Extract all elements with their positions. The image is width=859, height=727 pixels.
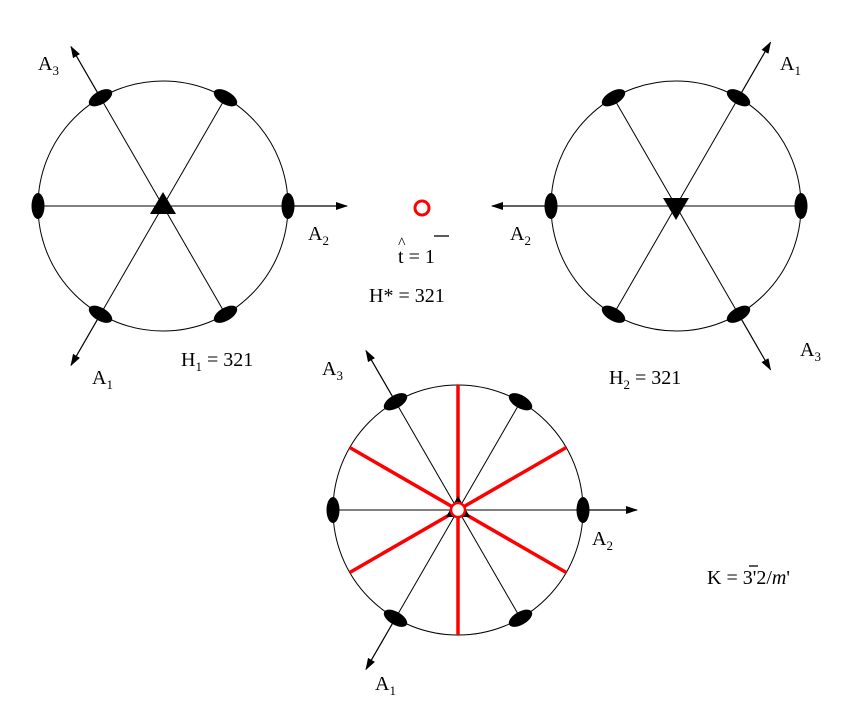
h2-label: H2 = 321 [609, 367, 681, 392]
twofold-axis-icon [326, 497, 340, 523]
twofold-axis-line [613, 205, 677, 315]
twofold-axis-line [100, 205, 164, 315]
twofold-axis-icon [383, 393, 408, 411]
twofold-axis-icon [601, 305, 626, 323]
twofold-axis-line [100, 97, 164, 207]
k-label: K = 3'2/m' [707, 567, 790, 589]
twofold-axis-line [675, 97, 739, 207]
mirror-plane-line [457, 508, 568, 575]
twofold-axis-icon [508, 393, 533, 411]
twofold-axis-icon [88, 305, 113, 323]
twofold-axis-line [675, 205, 739, 315]
axis-label-a1: A1 [375, 673, 396, 698]
twofold-axis-line [395, 401, 459, 511]
operator-label: t = 1 [398, 246, 435, 268]
axis-arrow-a3 [739, 317, 772, 371]
twofold-axis-icon [794, 193, 808, 219]
twofold-axis-line [395, 509, 459, 619]
mirror-plane-line [348, 445, 459, 512]
h1-label: H1 = 321 [181, 349, 253, 374]
twofold-axis-icon [576, 497, 590, 523]
axis-label-a2: A2 [510, 223, 531, 248]
inversion-center-icon [449, 501, 467, 519]
axis-arrow-a3 [70, 45, 100, 95]
axis-arrow-a1 [365, 621, 395, 671]
twofold-axis-icon [281, 193, 295, 219]
twofold-axis-icon [383, 609, 408, 627]
axis-label-a2: A2 [592, 528, 613, 553]
twofold-axis-icon [213, 305, 238, 323]
twofold-axis-icon [601, 89, 626, 107]
axis-arrow-a1 [739, 41, 772, 95]
axis-label-a3: A3 [38, 53, 59, 78]
inversion-center-icon [413, 199, 431, 217]
threefold-axis-up-icon [150, 192, 176, 214]
axis-arrow-a3 [365, 349, 395, 399]
twofold-axis-icon [508, 609, 533, 627]
twofold-axis-icon [31, 193, 45, 219]
twofold-axis-icon [726, 89, 751, 107]
hstar-label: H* = 321 [369, 285, 445, 307]
operator-hat: ^ [398, 235, 406, 252]
mirror-plane-line [457, 445, 568, 512]
twofold-axis-icon [726, 305, 751, 323]
twofold-axis-line [162, 205, 226, 315]
threefold-axis-down-icon [663, 198, 689, 220]
twofold-axis-icon [544, 193, 558, 219]
mirror-plane-line [348, 508, 459, 575]
axis-label-a3: A3 [322, 358, 343, 383]
twofold-axis-line [613, 97, 677, 207]
axis-arrow-a1 [70, 317, 100, 367]
axis-label-a1: A1 [92, 367, 113, 392]
twofold-axis-line [457, 509, 521, 619]
twofold-axis-icon [213, 89, 238, 107]
twofold-axis-line [457, 401, 521, 511]
twofold-axis-line [162, 97, 226, 207]
axis-label-a1: A1 [780, 53, 801, 78]
twofold-axis-icon [88, 89, 113, 107]
axis-label-a3: A3 [800, 339, 821, 364]
axis-label-a2: A2 [308, 223, 329, 248]
